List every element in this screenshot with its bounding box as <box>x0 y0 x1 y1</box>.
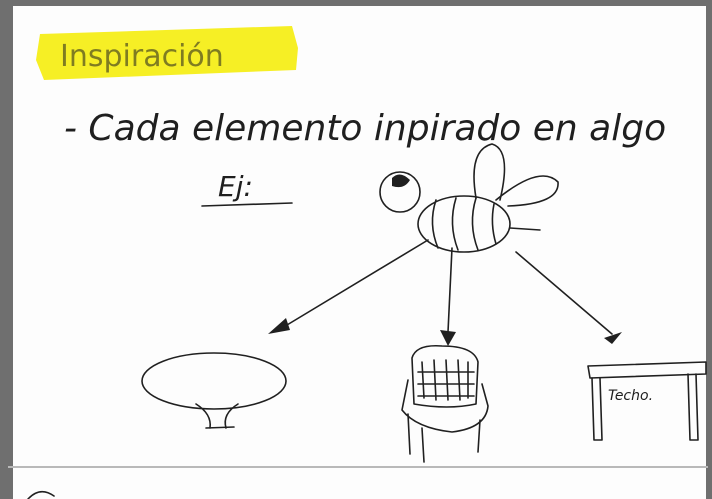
heading-text: Inspiración <box>60 39 224 74</box>
chair-icon <box>401 344 489 463</box>
highlighter-mark <box>36 26 298 80</box>
bee-icon <box>379 143 559 253</box>
desk-label: Techo. <box>608 388 653 404</box>
arrow-to-chair <box>440 247 456 346</box>
line-cada-elemento: - Cada elemento inpirado en algo <box>64 108 666 149</box>
desk-icon: Techo. <box>587 361 707 441</box>
example-underline <box>201 202 293 207</box>
arrow-to-table <box>268 239 429 334</box>
corner-mark <box>27 490 55 499</box>
arrow-to-desk <box>515 251 622 344</box>
example-label: Ej: <box>218 170 253 203</box>
page-edge <box>8 466 708 468</box>
round-table-icon <box>141 352 287 429</box>
